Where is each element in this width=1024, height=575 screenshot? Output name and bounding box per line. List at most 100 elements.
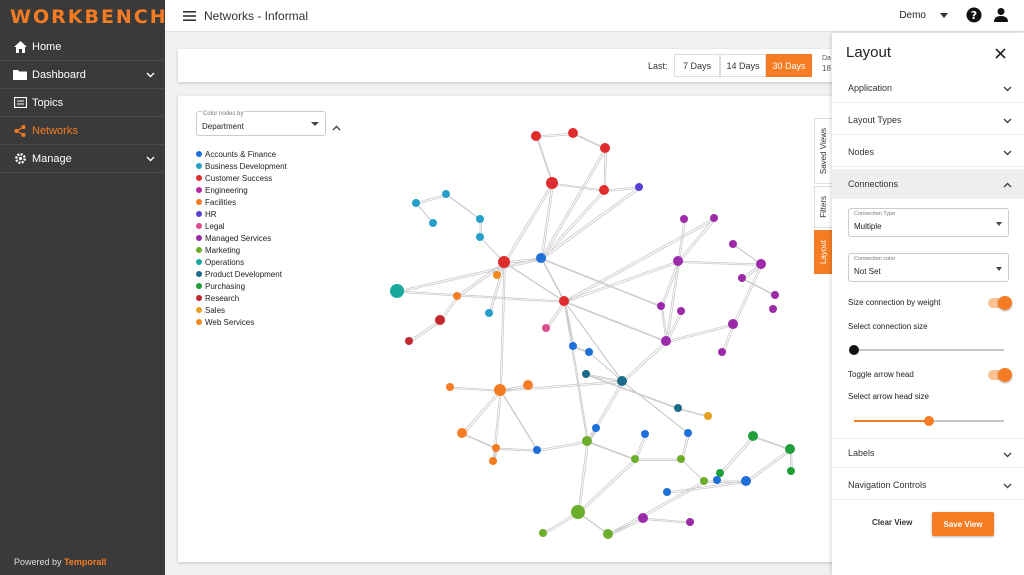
network-node[interactable] bbox=[756, 259, 766, 269]
network-node[interactable] bbox=[663, 488, 671, 496]
network-node[interactable] bbox=[523, 380, 533, 390]
network-node[interactable] bbox=[498, 256, 510, 268]
network-node[interactable] bbox=[457, 428, 467, 438]
network-node[interactable] bbox=[592, 424, 600, 432]
network-node[interactable] bbox=[741, 476, 751, 486]
tab-layout[interactable]: Layout bbox=[814, 230, 832, 274]
network-node[interactable] bbox=[710, 214, 718, 222]
network-node[interactable] bbox=[476, 215, 484, 223]
network-node[interactable] bbox=[603, 529, 613, 539]
tab-filters[interactable]: Filters bbox=[814, 186, 832, 228]
network-node[interactable] bbox=[453, 292, 461, 300]
network-node[interactable] bbox=[738, 274, 746, 282]
network-node[interactable] bbox=[569, 342, 577, 350]
network-node[interactable] bbox=[531, 131, 541, 141]
network-node[interactable] bbox=[429, 219, 437, 227]
network-node[interactable] bbox=[680, 215, 688, 223]
network-node[interactable] bbox=[412, 199, 420, 207]
network-node[interactable] bbox=[546, 177, 558, 189]
range-7-days-button[interactable]: 7 Days bbox=[674, 54, 720, 77]
chevron-down-icon[interactable] bbox=[146, 153, 155, 165]
clear-view-button[interactable]: Clear View bbox=[872, 518, 913, 527]
network-node[interactable] bbox=[494, 384, 506, 396]
app-logo[interactable]: WORKBENCH bbox=[10, 5, 168, 28]
section-connections[interactable]: Connections bbox=[832, 169, 1024, 199]
network-node[interactable] bbox=[485, 309, 493, 317]
network-node[interactable] bbox=[785, 444, 795, 454]
connection-color-select[interactable]: Connection color Not Set bbox=[848, 253, 1009, 282]
slider-thumb[interactable] bbox=[849, 345, 859, 355]
network-node[interactable] bbox=[539, 529, 547, 537]
network-node[interactable] bbox=[476, 233, 484, 241]
network-node[interactable] bbox=[585, 348, 593, 356]
network-node[interactable] bbox=[559, 296, 569, 306]
network-node[interactable] bbox=[713, 476, 721, 484]
network-node[interactable] bbox=[657, 302, 665, 310]
sidebar-item-topics[interactable]: Topics bbox=[0, 89, 165, 117]
size-by-weight-toggle[interactable] bbox=[988, 296, 1012, 310]
network-canvas[interactable]: Color nodes by Department Accounts & Fin… bbox=[178, 96, 833, 562]
sidebar-item-dashboard[interactable]: Dashboard bbox=[0, 61, 165, 89]
save-view-button[interactable]: Save View bbox=[932, 512, 994, 536]
network-node[interactable] bbox=[435, 315, 445, 325]
chevron-down-icon[interactable] bbox=[146, 69, 155, 81]
network-node[interactable] bbox=[493, 271, 501, 279]
network-node[interactable] bbox=[684, 429, 692, 437]
network-node[interactable] bbox=[635, 183, 643, 191]
powered-brand[interactable]: Temporall bbox=[64, 557, 107, 567]
network-node[interactable] bbox=[489, 457, 497, 465]
network-node[interactable] bbox=[442, 190, 450, 198]
section-navigation-controls[interactable]: Navigation Controls bbox=[832, 470, 1024, 500]
network-node[interactable] bbox=[582, 436, 592, 446]
network-node[interactable] bbox=[686, 518, 694, 526]
close-icon[interactable] bbox=[995, 46, 1006, 64]
network-node[interactable] bbox=[641, 430, 649, 438]
network-node[interactable] bbox=[718, 348, 726, 356]
network-node[interactable] bbox=[492, 444, 500, 452]
network-node[interactable] bbox=[673, 256, 683, 266]
network-node[interactable] bbox=[677, 455, 685, 463]
slider-thumb[interactable] bbox=[924, 416, 934, 426]
user-select[interactable]: Demo bbox=[899, 10, 948, 21]
network-node[interactable] bbox=[599, 185, 609, 195]
section-application[interactable]: Application bbox=[832, 73, 1024, 103]
chevron-up-icon[interactable] bbox=[332, 118, 341, 136]
network-node[interactable] bbox=[704, 412, 712, 420]
network-node[interactable] bbox=[769, 305, 777, 313]
account-icon[interactable] bbox=[994, 7, 1008, 28]
network-node[interactable] bbox=[677, 307, 685, 315]
section-layout-types[interactable]: Layout Types bbox=[832, 105, 1024, 135]
network-node[interactable] bbox=[405, 337, 413, 345]
section-nodes[interactable]: Nodes bbox=[832, 137, 1024, 167]
connection-size-slider[interactable] bbox=[849, 345, 1004, 355]
network-node[interactable] bbox=[582, 370, 590, 378]
sidebar-item-home[interactable]: Home bbox=[0, 33, 165, 61]
connection-type-select[interactable]: Connection Type Multiple bbox=[848, 208, 1009, 237]
range-14-days-button[interactable]: 14 Days bbox=[720, 54, 766, 77]
network-node[interactable] bbox=[568, 128, 578, 138]
network-node[interactable] bbox=[771, 291, 779, 299]
network-graph[interactable] bbox=[178, 96, 833, 562]
network-node[interactable] bbox=[716, 469, 724, 477]
network-node[interactable] bbox=[542, 324, 550, 332]
network-node[interactable] bbox=[674, 404, 682, 412]
toggle-arrow-switch[interactable] bbox=[988, 368, 1012, 382]
network-node[interactable] bbox=[729, 240, 737, 248]
range-30-days-button[interactable]: 30 Days bbox=[766, 54, 812, 77]
network-node[interactable] bbox=[617, 376, 627, 386]
network-node[interactable] bbox=[533, 446, 541, 454]
network-node[interactable] bbox=[536, 253, 546, 263]
arrow-head-size-slider[interactable] bbox=[854, 416, 1004, 426]
tab-saved-views[interactable]: Saved Views bbox=[814, 118, 832, 184]
network-node[interactable] bbox=[390, 284, 404, 298]
network-node[interactable] bbox=[571, 505, 585, 519]
network-node[interactable] bbox=[631, 455, 639, 463]
section-labels[interactable]: Labels bbox=[832, 438, 1024, 468]
network-node[interactable] bbox=[446, 383, 454, 391]
network-nodes[interactable] bbox=[390, 128, 795, 539]
network-node[interactable] bbox=[728, 319, 738, 329]
help-icon[interactable]: ? bbox=[966, 7, 982, 28]
network-node[interactable] bbox=[600, 143, 610, 153]
sidebar-item-manage[interactable]: Manage bbox=[0, 145, 165, 173]
network-node[interactable] bbox=[748, 431, 758, 441]
